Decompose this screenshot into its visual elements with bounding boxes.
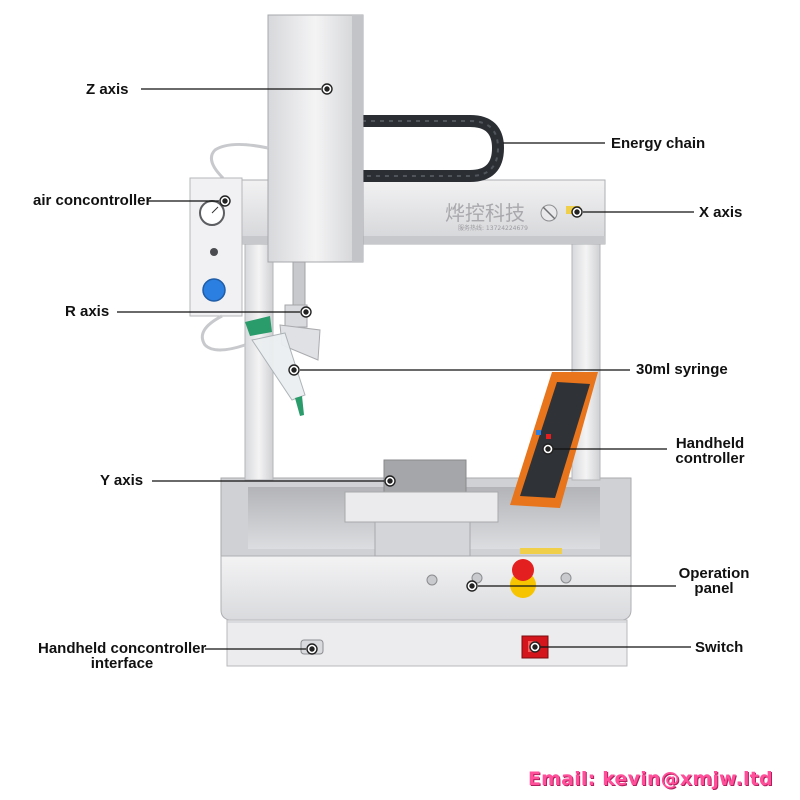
label-switch: Switch bbox=[695, 639, 744, 656]
operation-panel bbox=[426, 548, 572, 598]
label-energy-chain: Energy chain bbox=[611, 135, 706, 152]
blue-button-icon bbox=[202, 278, 226, 302]
brand-text: 烨控科技 bbox=[445, 201, 525, 225]
energy-chain bbox=[362, 115, 505, 182]
z-axis-housing bbox=[267, 14, 364, 323]
label-r-axis: R axis bbox=[65, 303, 110, 320]
label-x-axis: X axis bbox=[699, 204, 743, 221]
callout-lines bbox=[117, 88, 694, 650]
label-operation-panel: Operation panel bbox=[678, 565, 750, 597]
air-controller-panel bbox=[189, 143, 269, 352]
callout-markers bbox=[219, 83, 583, 655]
valve-knob-icon bbox=[210, 248, 218, 256]
handheld-controller bbox=[510, 372, 598, 508]
label-z-axis: Z axis bbox=[86, 81, 129, 98]
label-syringe: 30ml syringe bbox=[636, 361, 728, 378]
label-y-axis: Y axis bbox=[100, 472, 144, 489]
syringe-cap-icon bbox=[245, 316, 272, 336]
work-table bbox=[344, 459, 499, 557]
service-line-text: 服务热线: 13724224679 bbox=[458, 224, 528, 232]
label-handheld-controller: Handheld controller bbox=[675, 435, 745, 467]
estop-button-icon bbox=[512, 559, 534, 581]
label-handheld-interface: Handheld concontroller interface bbox=[38, 640, 207, 672]
label-air-controller: air concontroller bbox=[33, 192, 152, 209]
email-watermark: Email: kevin@xmjw.ltd bbox=[528, 768, 773, 790]
syringe-assembly bbox=[245, 304, 321, 416]
